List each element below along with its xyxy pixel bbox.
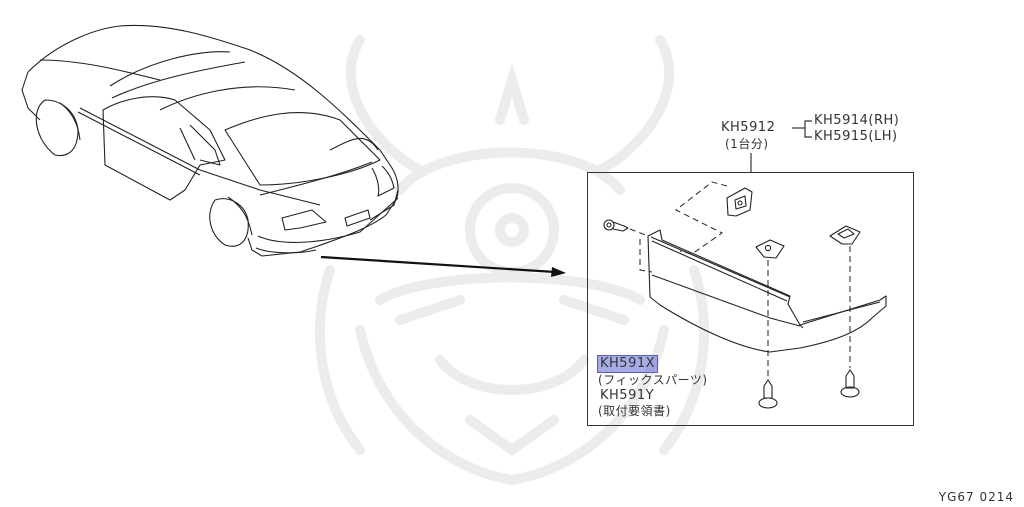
fix-part-suffix: X <box>645 356 656 371</box>
bottom-screw-center <box>758 379 778 409</box>
mounting-clip <box>726 187 753 217</box>
figure-code: YG67 0214 <box>938 490 1014 504</box>
clip-nut-right <box>829 225 861 245</box>
fix-part-highlighted-text: KH591 <box>600 356 646 371</box>
part-highlight <box>597 355 658 373</box>
bottom-screw-right <box>840 369 860 398</box>
fix-part-note: (フィックスパーツ) <box>598 373 708 387</box>
detail-frame <box>587 172 914 426</box>
assembly-part-number[interactable]: KH5912 <box>721 120 776 135</box>
assembly-qty-note: (1台分) <box>725 137 769 151</box>
rear-bumper-spoiler <box>647 229 887 353</box>
side-screw <box>603 219 629 232</box>
left-part-number[interactable]: KH5915(LH) <box>814 129 898 144</box>
fix-part-number[interactable]: KH591X <box>600 357 655 371</box>
right-part-number[interactable]: KH5914(RH) <box>814 113 900 128</box>
clip-nut-center <box>755 239 785 259</box>
instructions-part-number[interactable]: KH591Y <box>600 388 655 403</box>
instructions-note: (取付要領書) <box>598 404 671 418</box>
